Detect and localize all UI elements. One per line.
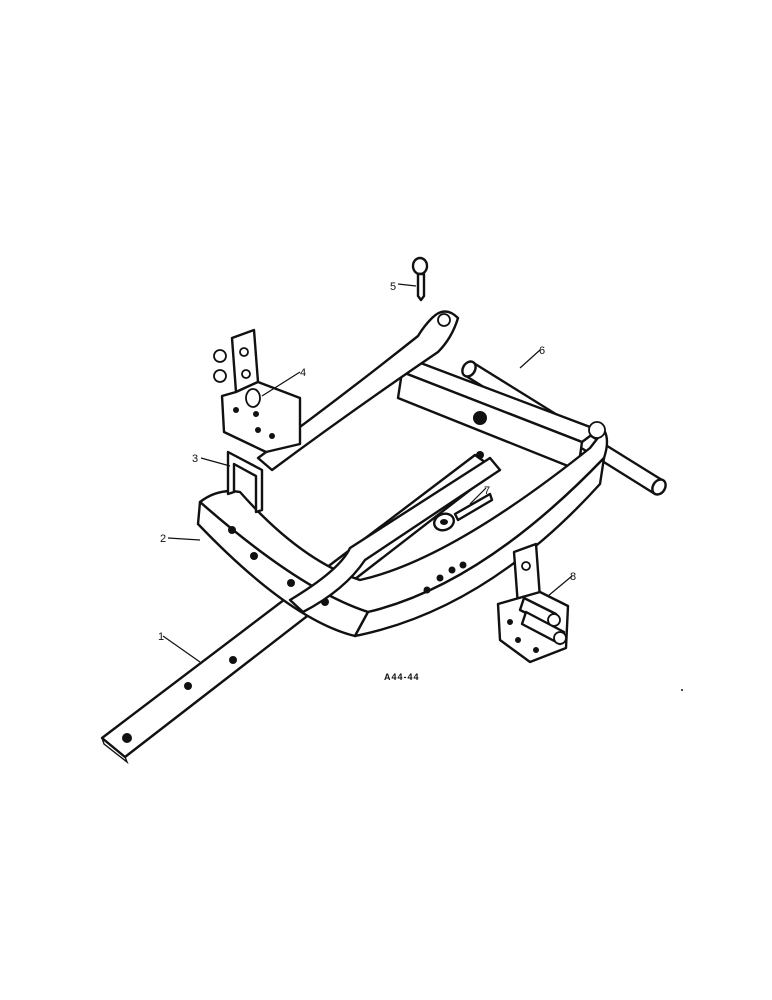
upper-curved-bar <box>256 310 460 472</box>
callout-6: 6 <box>539 345 545 357</box>
part-2-swinging-bar <box>196 421 609 638</box>
callout-8: 8 <box>570 571 576 583</box>
part-5-pin <box>411 256 429 302</box>
callout-1: 1 <box>158 631 164 643</box>
callout-5: 5 <box>390 281 396 293</box>
callout-3: 3 <box>192 453 198 465</box>
leader-lines <box>162 283 573 663</box>
stray-dot <box>681 689 683 691</box>
part-3-clip <box>226 450 264 514</box>
cross-member-bolt <box>473 411 487 425</box>
drawing-number: A44-44 <box>384 672 420 682</box>
callout-7: 7 <box>484 485 490 497</box>
part-4-bracket <box>213 328 302 454</box>
callout-labels: 1 2 3 4 5 6 7 8 <box>158 281 576 643</box>
callout-2: 2 <box>160 533 166 545</box>
part-8-bracket <box>496 542 570 664</box>
cross-member <box>396 360 600 472</box>
drawbar-upper-section <box>288 456 502 614</box>
callout-4: 4 <box>300 367 306 379</box>
part-7-hitch-pin <box>433 492 494 532</box>
